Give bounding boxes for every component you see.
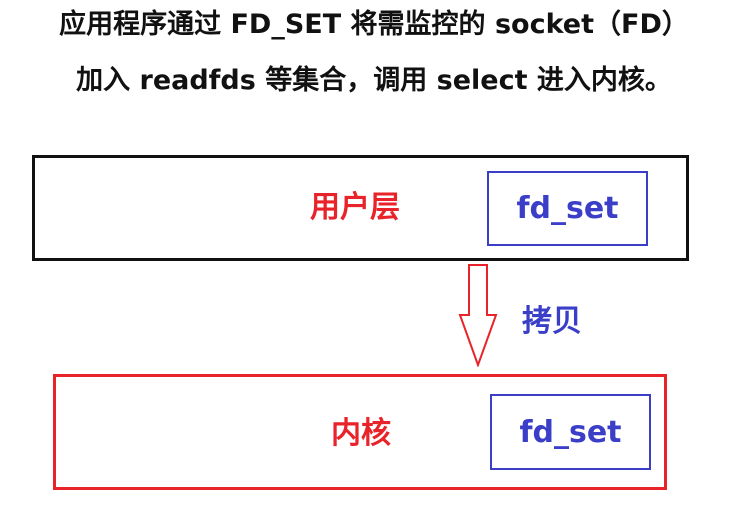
- kernel-layer-box: [53, 374, 667, 490]
- caption-line-1: 应用程序通过 FD_SET 将需监控的 socket（FD）: [59, 9, 689, 40]
- user-layer-box: [32, 155, 689, 261]
- caption-line-2: 加入 readfds 等集合，调用 select 进入内核。: [76, 65, 672, 96]
- kernel-fdset-box: fd_set: [490, 394, 651, 470]
- down-arrow-shape: [458, 264, 498, 367]
- user-fdset-box: fd_set: [487, 171, 648, 246]
- down-arrow-icon: [458, 264, 498, 367]
- kernel-layer-label: 内核: [331, 416, 391, 451]
- user-layer-label: 用户层: [310, 190, 400, 225]
- copy-label: 拷贝: [522, 304, 582, 339]
